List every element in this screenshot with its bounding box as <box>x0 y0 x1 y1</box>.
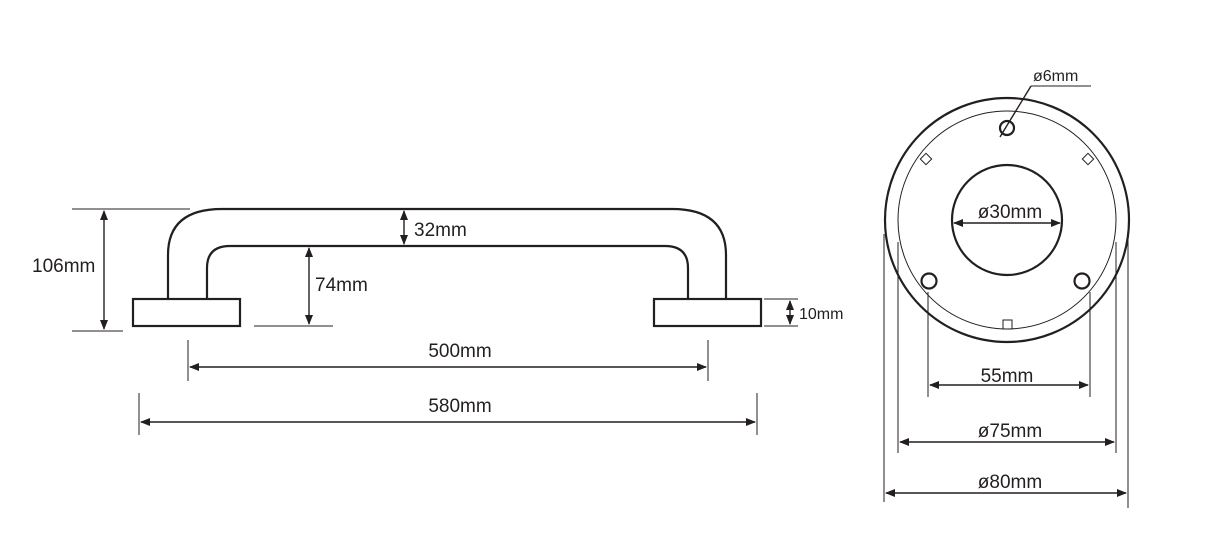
label-screw-hole: ø6mm <box>1033 68 1078 85</box>
label-height-total: 106mm <box>32 256 95 277</box>
grab-bar-inner-contour <box>205 244 690 298</box>
label-centers-length: 500mm <box>428 341 491 362</box>
label-overall-length: 580mm <box>428 396 491 417</box>
grab-bar-outer-contour <box>166 207 728 298</box>
marker-square-right <box>1081 152 1095 166</box>
right-flange <box>652 297 763 328</box>
marker-square-bottom <box>1002 319 1013 330</box>
label-cover-diameter: ø80mm <box>978 472 1042 493</box>
label-hole-spacing: 55mm <box>981 366 1034 387</box>
label-plate-diameter: ø75mm <box>978 421 1042 442</box>
screw-hole-top <box>998 119 1016 137</box>
tube-circle <box>950 163 1064 277</box>
marker-square-left <box>919 152 933 166</box>
label-inner-clearance: 74mm <box>315 275 368 296</box>
label-tube-diameter: 32mm <box>414 220 467 241</box>
side-view: 106mm 32mm 74mm 10mm 500mm 580mm <box>32 207 843 435</box>
label-end-tube-diameter: ø30mm <box>978 202 1042 223</box>
screw-hole-left <box>920 272 938 290</box>
leader-screw-hole <box>999 85 1032 138</box>
end-view: ø6mm ø30mm 55mm ø75mm ø80mm <box>883 68 1131 508</box>
label-flange-thickness: 10mm <box>799 306 843 323</box>
screw-hole-right <box>1073 272 1091 290</box>
cover-outer-circle <box>883 96 1131 344</box>
left-flange <box>131 297 242 328</box>
